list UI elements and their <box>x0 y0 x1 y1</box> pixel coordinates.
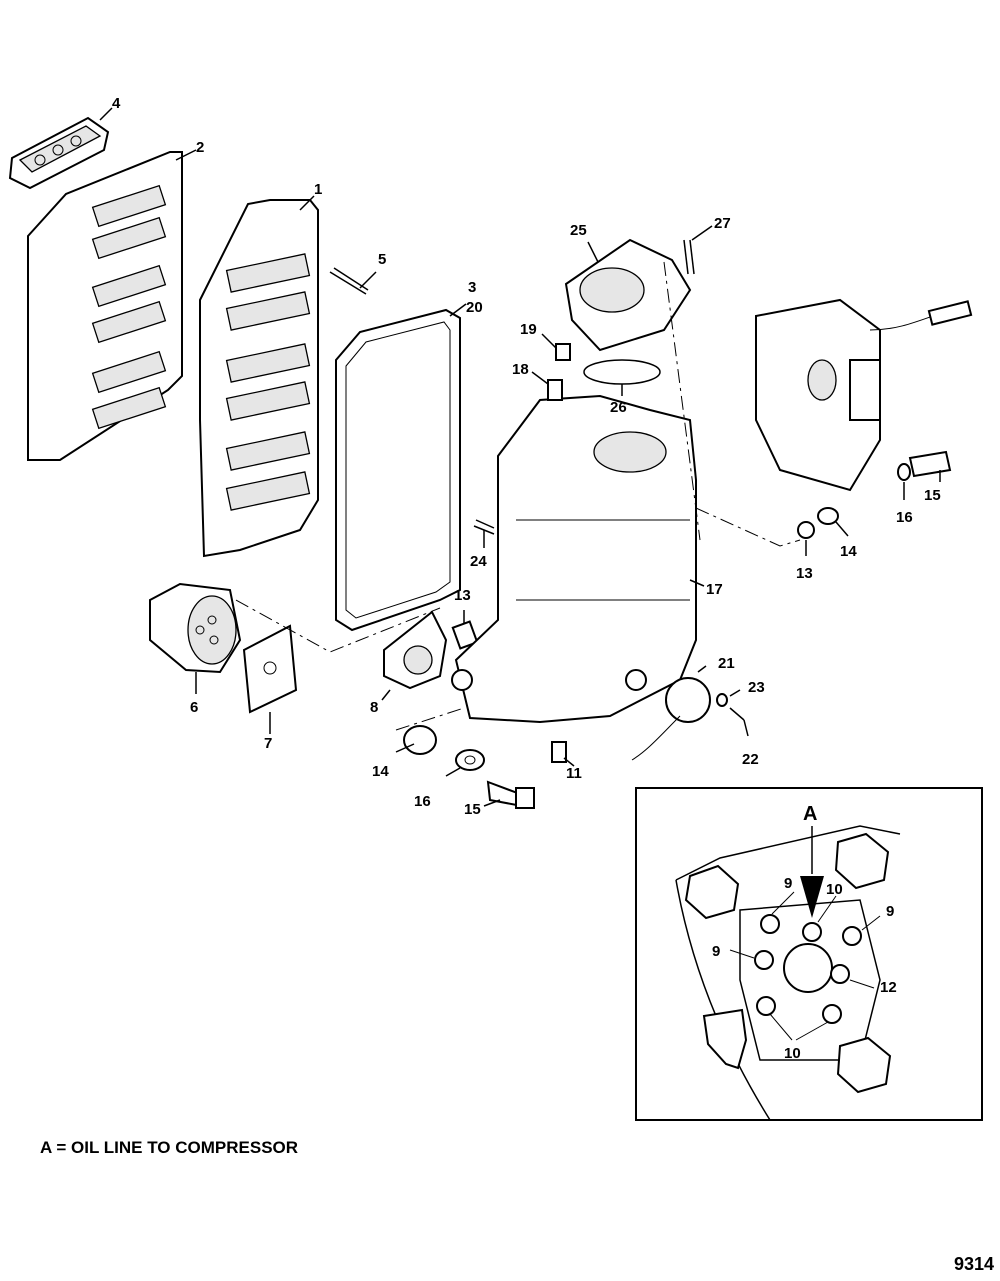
alignment-lines <box>235 261 801 731</box>
callout-5: 5 <box>378 251 386 268</box>
part-13-fitting-left <box>451 610 479 650</box>
detail-callout-10-bottom: 10 <box>784 1045 801 1062</box>
part-15-bolt-right <box>908 450 952 482</box>
part-23-washer <box>716 689 741 707</box>
part-19-fitting <box>541 333 571 361</box>
part-6-oil-pump <box>149 582 242 694</box>
part-1-adapter-plate <box>199 195 319 558</box>
callout-14-right: 14 <box>840 543 857 560</box>
part-15-bolt-bottom <box>483 780 535 809</box>
part-18-fitting <box>531 371 563 401</box>
part-8-housing <box>381 610 448 701</box>
callout-4: 4 <box>112 95 121 112</box>
callout-18: 18 <box>512 361 529 378</box>
part-7-gasket <box>242 624 298 734</box>
detail-view-a: A 9 10 9 9 12 10 <box>635 787 983 1121</box>
callout-26: 26 <box>610 399 627 416</box>
callout-16-bottom: 16 <box>414 793 431 810</box>
part-3-20-gasket <box>335 303 467 632</box>
part-14-grommet-right <box>817 507 849 537</box>
compressor-assembly <box>755 298 973 492</box>
callout-27: 27 <box>714 215 731 232</box>
callout-13-right: 13 <box>796 565 813 582</box>
part-11-fitting <box>551 741 575 767</box>
callout-24: 24 <box>470 553 487 570</box>
callout-11: 11 <box>566 765 582 782</box>
callout-7: 7 <box>264 735 272 752</box>
part-4-reed-block <box>8 107 113 190</box>
callout-16-right: 16 <box>896 509 913 526</box>
callout-8: 8 <box>370 699 378 716</box>
part-16-washer-right <box>897 463 911 500</box>
callout-6: 6 <box>190 699 198 716</box>
part-26-o-ring <box>583 359 661 396</box>
figure-number: 9314 <box>953 1254 994 1274</box>
part-22-screw <box>729 707 749 737</box>
callout-17: 17 <box>706 581 723 598</box>
detail-callout-9-right: 9 <box>886 903 894 920</box>
callout-2: 2 <box>196 139 204 156</box>
detail-view-label: A <box>803 803 817 825</box>
detail-callout-9-top: 9 <box>784 875 792 892</box>
callout-14-bottom: 14 <box>372 763 389 780</box>
callout-19: 19 <box>520 321 537 338</box>
callout-1: 1 <box>314 181 322 198</box>
callout-21: 21 <box>718 655 735 672</box>
part-2-plate <box>27 149 197 461</box>
part-16-washer-bottom <box>445 749 485 777</box>
part-21-sensor <box>631 665 711 761</box>
callout-20: 20 <box>466 299 483 316</box>
legend-note: A = OIL LINE TO COMPRESSOR <box>40 1138 299 1157</box>
callout-15-right: 15 <box>924 487 941 504</box>
part-13-plug-right <box>797 521 815 556</box>
callout-23: 23 <box>748 679 765 696</box>
part-25-throttle-body <box>564 238 692 352</box>
part-5-screw <box>329 267 377 295</box>
callout-25: 25 <box>570 222 587 239</box>
callout-22: 22 <box>742 751 759 768</box>
detail-callout-10-top: 10 <box>826 881 843 898</box>
callout-15-bottom: 15 <box>464 801 481 818</box>
detail-callout-9-left: 9 <box>712 943 720 960</box>
part-14-grommet-bottom <box>395 725 437 755</box>
part-17-housing <box>451 394 705 724</box>
detail-callout-12: 12 <box>880 979 897 996</box>
callout-13-left: 13 <box>454 587 471 604</box>
callout-3: 3 <box>468 279 476 296</box>
part-27-screw <box>683 225 713 275</box>
part-24-screw <box>473 519 495 548</box>
